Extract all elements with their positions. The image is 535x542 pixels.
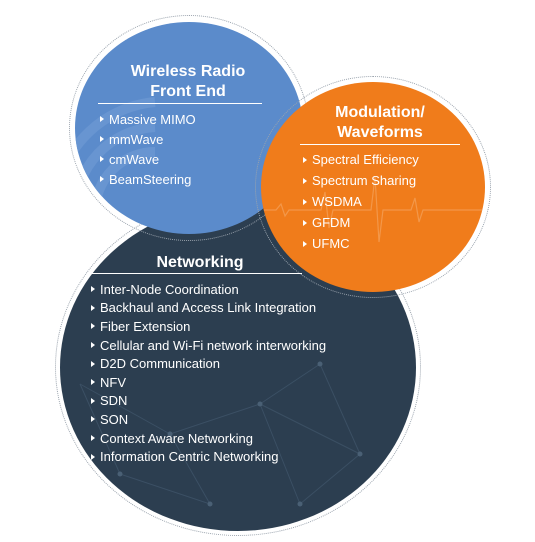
list-item: Spectral Efficiency: [303, 149, 419, 170]
list-item: Fiber Extension: [91, 317, 326, 336]
modulation-title-divider: [300, 144, 460, 145]
list-item-label: Context Aware Networking: [100, 430, 253, 446]
arrow-bullet-icon: [100, 156, 104, 162]
list-item-label: SDN: [100, 393, 128, 409]
list-item: Massive MIMO: [100, 109, 196, 129]
arrow-bullet-icon: [91, 435, 95, 442]
arrow-bullet-icon: [303, 198, 307, 205]
list-item: NFV: [91, 373, 326, 392]
arrow-bullet-icon: [303, 156, 307, 163]
arrow-bullet-icon: [303, 240, 307, 247]
arrow-bullet-icon: [91, 453, 95, 460]
arrow-bullet-icon: [100, 116, 104, 122]
list-item: Context Aware Networking: [91, 429, 326, 448]
wifi-waves-background: [75, 97, 156, 213]
list-item-label: SON: [100, 411, 129, 427]
list-item-label: Backhaul and Access Link Integration: [100, 300, 317, 316]
list-item-label: UFMC: [312, 236, 350, 251]
arrow-bullet-icon: [91, 286, 95, 293]
list-item-label: Inter-Node Coordination: [100, 281, 239, 297]
modulation-title-line2: Waveforms: [337, 124, 423, 141]
list-item-label: Spectral Efficiency: [312, 152, 419, 167]
list-item-label: WSDMA: [312, 194, 362, 209]
networking-title: Networking: [156, 254, 244, 271]
waveform-background: [261, 176, 485, 243]
modulation-title-line1: Modulation/: [335, 104, 425, 121]
wireless-title-line2: Front End: [150, 83, 226, 100]
arrow-bullet-icon: [91, 379, 95, 386]
arrow-bullet-icon: [100, 176, 104, 182]
arrow-bullet-icon: [91, 360, 95, 367]
list-item: mmWave: [100, 129, 196, 149]
list-item: UFMC: [303, 233, 419, 254]
networking-item-list: Inter-Node Coordination Backhaul and Acc…: [91, 280, 326, 466]
list-item: BeamSteering: [100, 169, 196, 189]
arrow-bullet-icon: [91, 304, 95, 311]
list-item-label: D2D Communication: [100, 356, 220, 372]
list-item-label: Spectrum Sharing: [312, 173, 417, 188]
list-item: Spectrum Sharing: [303, 170, 419, 191]
wireless-title-line1: Wireless Radio: [130, 63, 246, 80]
list-item: Backhaul and Access Link Integration: [91, 299, 326, 318]
wireless-title: Wireless Radio Front End: [98, 62, 278, 102]
network-mesh-background: [79, 361, 363, 507]
list-item: GFDM: [303, 212, 419, 233]
list-item: Cellular and Wi-Fi network interworking: [91, 336, 326, 355]
list-item: D2D Communication: [91, 354, 326, 373]
list-item-label: mmWave: [109, 131, 164, 147]
arrow-bullet-icon: [303, 219, 307, 226]
list-item-label: BeamSteering: [109, 171, 192, 187]
modulation-circle-outline: [255, 76, 491, 298]
arrow-bullet-icon: [91, 323, 95, 330]
list-item-label: Cellular and Wi-Fi network interworking: [100, 337, 327, 353]
arrow-bullet-icon: [303, 177, 307, 184]
arrow-bullet-icon: [91, 342, 95, 349]
wireless-item-list: Massive MIMO mmWave cmWave BeamSteering: [100, 109, 196, 189]
list-item-label: Fiber Extension: [100, 318, 191, 334]
list-item: Information Centric Networking: [91, 447, 326, 466]
list-item: SON: [91, 410, 326, 429]
list-item: cmWave: [100, 149, 196, 169]
list-item-label: cmWave: [109, 151, 160, 167]
arrow-bullet-icon: [91, 416, 95, 423]
list-item: Inter-Node Coordination: [91, 280, 326, 299]
list-item-label: Information Centric Networking: [100, 449, 279, 465]
modulation-circle: [261, 82, 485, 292]
list-item: WSDMA: [303, 191, 419, 212]
wireless-title-divider: [98, 103, 262, 104]
networking-title-divider: [92, 273, 302, 274]
list-item: SDN: [91, 392, 326, 411]
modulation-item-list: Spectral Efficiency Spectrum Sharing WSD…: [303, 149, 419, 254]
list-item-label: GFDM: [312, 215, 351, 230]
list-item-label: Massive MIMO: [109, 111, 196, 127]
modulation-title: Modulation/ Waveforms: [315, 103, 445, 143]
arrow-bullet-icon: [100, 136, 104, 142]
arrow-bullet-icon: [91, 397, 95, 404]
list-item-label: NFV: [100, 374, 126, 390]
